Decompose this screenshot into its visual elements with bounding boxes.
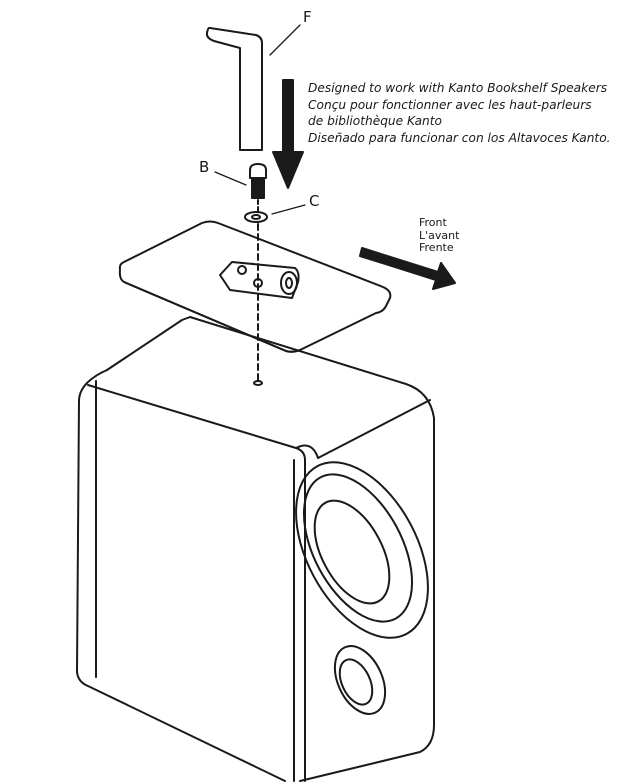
leader-b bbox=[214, 171, 247, 186]
leader-c bbox=[271, 204, 306, 215]
washer-icon bbox=[244, 211, 268, 223]
callout-f: F bbox=[303, 8, 312, 26]
front-label: Front L'avant Frente bbox=[419, 216, 460, 255]
note-line-fr-2: de bibliothèque Kanto bbox=[308, 114, 443, 128]
front-label-en: Front bbox=[419, 216, 447, 229]
front-label-fr: L'avant bbox=[419, 228, 460, 242]
screw-icon bbox=[249, 163, 267, 213]
leader-f bbox=[269, 24, 301, 56]
front-label-es: Frente bbox=[419, 241, 454, 254]
compatibility-note: Designed to work with Kanto Bookshelf Sp… bbox=[308, 80, 611, 146]
note-line-es: Diseñado para funcionar con los Altavoce… bbox=[308, 130, 611, 145]
callout-b: B bbox=[199, 158, 210, 176]
front-arrow-icon bbox=[359, 247, 456, 290]
insert-nut bbox=[253, 380, 263, 386]
hex-key-icon bbox=[205, 26, 263, 151]
note-line-en: Designed to work with Kanto Bookshelf Sp… bbox=[308, 81, 608, 95]
bracket bbox=[219, 261, 300, 299]
arrow-icon bbox=[272, 79, 304, 189]
callout-c: C bbox=[309, 192, 320, 210]
note-line-fr-1: Conçu pour fonctionner avec les haut-par… bbox=[308, 97, 592, 112]
speaker bbox=[76, 316, 435, 782]
